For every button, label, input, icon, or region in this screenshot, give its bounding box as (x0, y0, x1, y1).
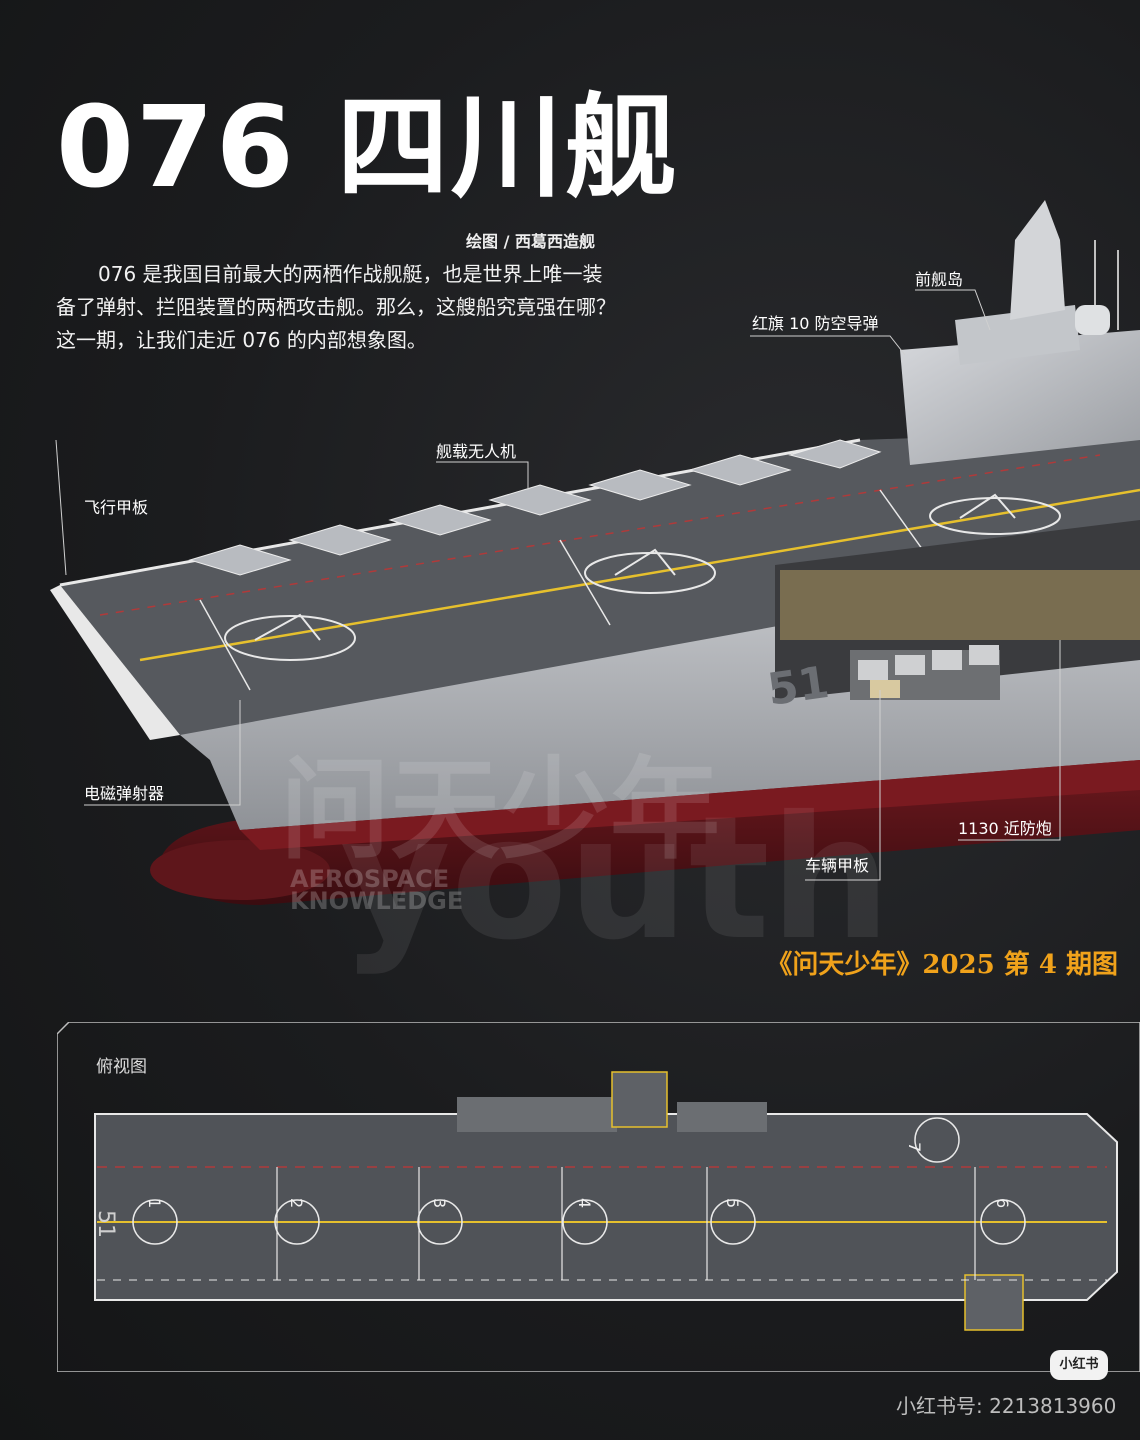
illustration-credit: 绘图 / 西葛西造舰 (466, 232, 595, 251)
top-view-deck: 51 (93, 1071, 1118, 1331)
svg-text:5: 5 (723, 1198, 742, 1208)
island-structure (900, 200, 1140, 465)
hull-number-side: 51 (764, 657, 832, 716)
svg-text:6: 6 (993, 1198, 1012, 1208)
label-drones: 舰载无人机 (436, 442, 517, 461)
spot-numbers: 1 2 3 4 5 6 7 (145, 1142, 1012, 1208)
ship-illustration: 51 (50, 200, 1140, 905)
label-vehicle-deck: 车辆甲板 (805, 856, 870, 875)
label-ciws: 1130 近防炮 (958, 819, 1052, 838)
top-view-deck-number: 51 (93, 1210, 118, 1238)
page-title: 076 四川舰 (56, 83, 679, 213)
footer-account-id: 小红书号: 2213813960 (896, 1394, 1117, 1418)
issue-caption: 《问天少年》2025 第 4 期图 (766, 950, 1118, 980)
xiaohongshu-badge: 小红书 (1050, 1350, 1108, 1380)
deck-drones (188, 439, 882, 576)
top-view-title: 俯视图 (96, 1057, 147, 1077)
intro-paragraph: 076 是我国目前最大的两栖作战舰艇，也是世界上唯一装备了弹射、拦阻装置的两栖攻… (56, 262, 616, 352)
svg-text:1: 1 (145, 1198, 164, 1208)
label-island: 前舰岛 (915, 270, 964, 289)
svg-text:3: 3 (430, 1198, 449, 1208)
label-flight-deck: 飞行甲板 (84, 498, 149, 517)
top-view-panel: 51 1 2 3 4 5 6 7 (57, 1022, 1140, 1372)
svg-text:4: 4 (575, 1198, 594, 1208)
hangar-cutaway (775, 520, 1140, 700)
svg-text:7: 7 (905, 1142, 924, 1152)
label-hq10: 红旗 10 防空导弹 (752, 314, 879, 333)
label-catapult: 电磁弹射器 (84, 784, 165, 803)
svg-text:2: 2 (287, 1198, 306, 1208)
